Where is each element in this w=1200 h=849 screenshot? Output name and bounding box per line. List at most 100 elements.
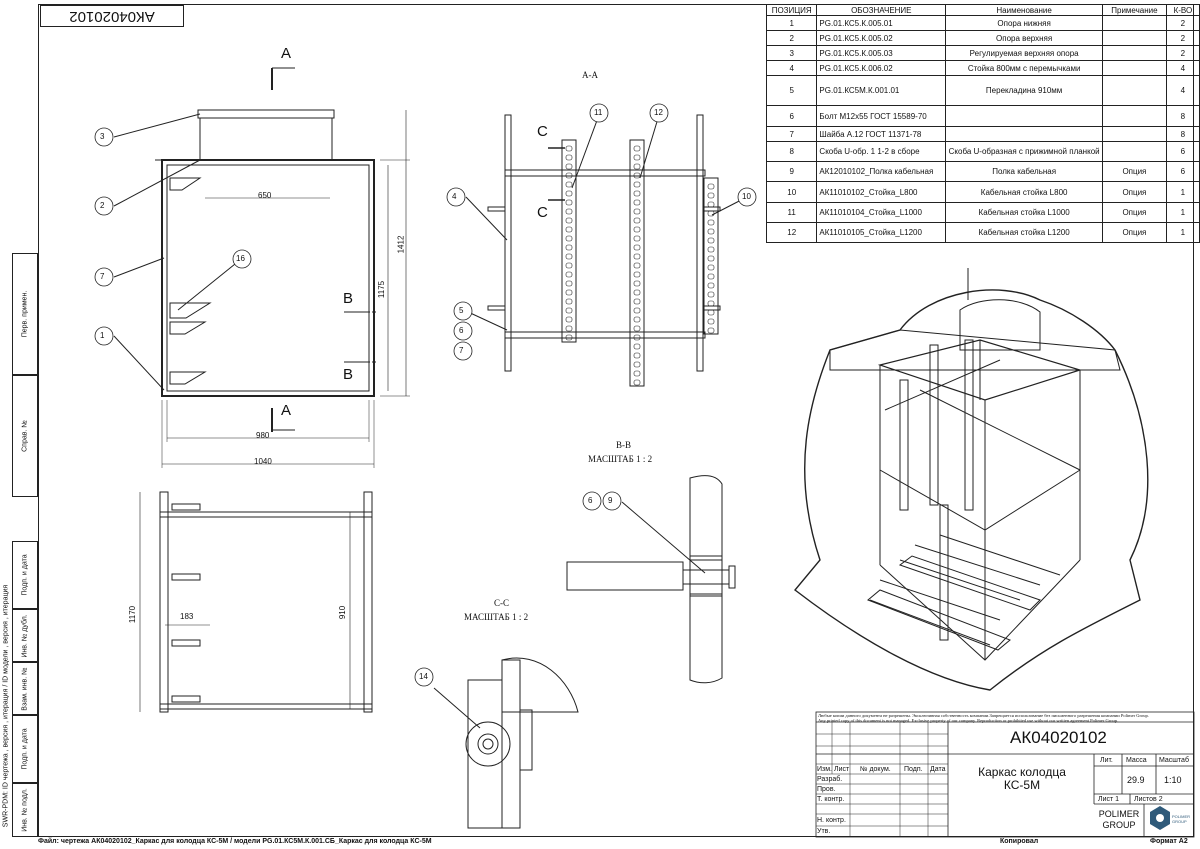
rack-slot (707, 318, 715, 325)
rack-slot (633, 370, 641, 377)
rack-slot (707, 291, 715, 298)
rack-slot (633, 271, 641, 278)
balloon-6b: 6 (588, 496, 593, 505)
footer-copied: Копировал (1000, 838, 1039, 845)
rack-slot (565, 298, 573, 305)
rack-slot (565, 226, 573, 233)
rack-slot (707, 228, 715, 235)
tb-razrab: Разраб. (817, 776, 843, 783)
balloon-16: 16 (236, 254, 245, 263)
rack-slot (633, 307, 641, 314)
balloon-14: 14 (419, 672, 428, 681)
rack-slot (633, 190, 641, 197)
rack-slot (707, 273, 715, 280)
tb-scale: Масштаб (1159, 757, 1189, 764)
dim-1170: 1170 (128, 605, 138, 624)
rack-slot (633, 154, 641, 161)
tb-notice-en: Any printed copy of this document is not… (818, 718, 1119, 723)
spec-cell-pos: 12 (765, 222, 818, 243)
rack-slot (633, 235, 641, 242)
rack-slot (565, 190, 573, 197)
rack-slot (565, 334, 573, 341)
balloon-11: 11 (594, 108, 603, 117)
balloon-7: 7 (100, 272, 105, 281)
tb-lit: Лит. (1100, 757, 1113, 764)
tb-title: Каркас колодца КС-5М (978, 765, 1066, 792)
tb-list: Лист (834, 766, 850, 773)
cut-c-bottom: С (537, 204, 548, 221)
tb-ndoc: № докум. (860, 766, 891, 773)
rack-slot (565, 280, 573, 287)
rack-slot (633, 343, 641, 350)
tb-designation: АК04020102 (1010, 728, 1107, 747)
spec-cell-note (1102, 75, 1167, 106)
side-view (139, 491, 373, 713)
rack-slot (633, 217, 641, 224)
cut-b-bottom: В (343, 366, 354, 383)
rack-slot (633, 298, 641, 305)
rack-slot (707, 255, 715, 262)
balloon-9: 9 (608, 496, 613, 505)
section-cc-view (433, 657, 579, 829)
rack-slot (565, 235, 573, 242)
section-cc-title: С-С (494, 598, 510, 608)
rack-slot (707, 219, 715, 226)
section-aa-title: А-А (582, 70, 598, 80)
side-vzam-inv: Взам. инв. № (12, 662, 38, 715)
cut-c-top: С (537, 123, 548, 140)
rack-slot (565, 217, 573, 224)
rack-slot (707, 192, 715, 199)
section-bb-scale: МАСШТАБ 1 : 2 (588, 454, 653, 464)
tb-sheets: Листов 2 (1134, 796, 1163, 803)
spec-cell-name: Кабельная стойка L1200 (945, 222, 1104, 243)
isometric-view (793, 268, 1149, 691)
rack-slot (633, 244, 641, 251)
side-perv-primen: Перв. примен. (12, 253, 38, 375)
tb-izm: Изм. (817, 766, 832, 773)
section-bb-view (566, 475, 736, 684)
rack-slot (565, 253, 573, 260)
section-cc-scale: МАСШТАБ 1 : 2 (464, 612, 529, 622)
tb-prov: Пров. (817, 786, 836, 793)
tb-nkontr: Н. контр. (817, 817, 846, 824)
tb-scale-value: 1:10 (1164, 775, 1182, 785)
rack-slot (633, 361, 641, 368)
tb-logo-text: POLIMER GROUP (1172, 814, 1191, 824)
rack-slot (633, 226, 641, 233)
rack-slot (707, 300, 715, 307)
balloon-1: 1 (100, 331, 105, 340)
dim-1175: 1175 (377, 280, 387, 299)
tb-notice: Любые копии данного документа не разреше… (818, 713, 1149, 718)
dim-1412: 1412 (396, 235, 406, 254)
side-podp-data-1: Подп. и дата (12, 541, 38, 609)
drawing-frame (38, 4, 1194, 837)
rack-slot (633, 172, 641, 179)
dim-650: 650 (258, 191, 272, 200)
dim-1040: 1040 (254, 457, 272, 466)
rack-slot (565, 145, 573, 152)
rack-slot (633, 316, 641, 323)
tb-data: Дата (930, 766, 946, 773)
side-sprav: Справ. № (12, 375, 38, 497)
rack-slot (707, 282, 715, 289)
footer-format: Формат A2 (1150, 838, 1188, 845)
side-inv-podl: Инв. № подл. (12, 783, 38, 837)
rack-slot (633, 181, 641, 188)
balloon-12: 12 (654, 108, 663, 117)
rack-slot (633, 325, 641, 332)
rack-slot (633, 262, 641, 269)
rack-slot (633, 280, 641, 287)
rack-slot (707, 309, 715, 316)
balloon-5: 5 (459, 306, 464, 315)
rack-slot (565, 325, 573, 332)
rack-slot (565, 172, 573, 179)
rack-slot (707, 210, 715, 217)
rack-slot (565, 181, 573, 188)
rack-slot (707, 183, 715, 190)
rack-slot (565, 244, 573, 251)
